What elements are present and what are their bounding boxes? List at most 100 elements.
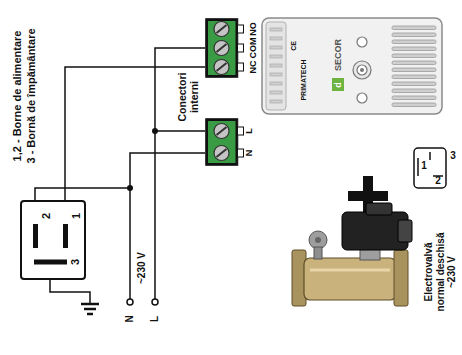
power-terminal-block xyxy=(217,149,227,157)
brand-mark: SECOR xyxy=(333,39,343,71)
power-terminal-block xyxy=(206,119,244,166)
gas-detector xyxy=(357,93,367,103)
relay-terminal-block xyxy=(217,44,227,52)
wire xyxy=(155,48,205,131)
brand-mark: d xyxy=(333,82,343,88)
pin-number: 3 xyxy=(450,150,456,162)
gas-detector xyxy=(270,64,282,67)
connector-icon xyxy=(417,158,419,176)
power-terminal-block xyxy=(206,119,238,166)
power-terminal-block: LN xyxy=(205,118,257,166)
legend-note: 1,2 - Borne de alimentare xyxy=(11,31,24,162)
power-terminal-block xyxy=(208,121,236,163)
gas-detector xyxy=(360,68,364,72)
ground-symbol xyxy=(84,308,96,311)
relay-terminal-block xyxy=(208,21,236,75)
terminal-name: N xyxy=(244,150,254,157)
power-terminal-block xyxy=(214,124,229,139)
terminal-name: COM xyxy=(248,38,258,59)
valve-plug xyxy=(21,201,85,279)
gas-detector xyxy=(392,26,436,107)
valve-plug: 213 xyxy=(20,200,86,280)
electrovalve xyxy=(309,231,327,249)
mains-wire xyxy=(127,299,133,305)
gas-detector xyxy=(270,91,282,94)
pin-number: 1 xyxy=(421,160,427,172)
relay-terminal-block xyxy=(214,60,229,75)
valve-plug xyxy=(33,224,38,248)
voltage-label: ~230 V xyxy=(136,252,148,284)
wire xyxy=(65,67,205,200)
legend-note: 3 - Bornă de împământare xyxy=(25,28,38,163)
brand-mark: PRIMATECH xyxy=(300,59,308,100)
relay-terminal-block xyxy=(214,22,229,37)
gas-detector xyxy=(357,65,367,75)
gas-detector xyxy=(392,61,436,65)
mains-wire xyxy=(127,131,158,305)
electrovalve xyxy=(394,250,408,306)
gas-detector xyxy=(392,54,436,58)
gas-detector xyxy=(392,33,436,37)
junction-dot xyxy=(127,128,158,191)
electrovalve xyxy=(366,203,392,215)
gas-detector xyxy=(392,75,436,79)
gas-detector xyxy=(392,96,436,100)
part-label: Conectori interni xyxy=(176,70,200,124)
terminal-name: NO xyxy=(248,22,258,36)
pin-number: 2 xyxy=(40,213,53,219)
mains-wire xyxy=(129,188,131,299)
connector-icon xyxy=(429,152,431,160)
wire xyxy=(35,153,205,200)
gas-detector xyxy=(353,61,371,79)
relay-terminal-block xyxy=(238,63,244,71)
terminal-name: NC xyxy=(248,61,258,74)
electrovalve xyxy=(314,247,322,259)
electrovalve xyxy=(304,258,396,300)
mains-wire xyxy=(154,131,156,299)
valve-plug xyxy=(63,224,68,248)
gas-detector xyxy=(262,18,442,114)
relay-terminal-block xyxy=(217,63,227,71)
gas-detector xyxy=(270,37,282,40)
gas-detector xyxy=(270,100,282,103)
gas-detector xyxy=(332,78,344,91)
valve-plug xyxy=(21,201,85,279)
power-terminal-block xyxy=(238,149,244,157)
ground-symbol xyxy=(81,303,99,306)
connector-icon xyxy=(414,148,446,188)
connector-icon xyxy=(414,148,446,188)
gas-detector xyxy=(270,55,282,58)
relay-terminal-block xyxy=(238,44,244,52)
power-terminal-block xyxy=(217,127,227,135)
gas-detector xyxy=(392,40,436,44)
gas-detector xyxy=(270,28,282,31)
relay-terminal-block xyxy=(206,19,238,78)
part-label: Electrovalvă normal deschisă ~230 V xyxy=(423,225,458,320)
line-name: L xyxy=(149,316,161,322)
valve-plug xyxy=(20,200,86,280)
terminal-name: L xyxy=(244,128,254,134)
gas-detector xyxy=(266,22,286,110)
gas-detector xyxy=(392,82,436,86)
power-terminal-block xyxy=(214,146,229,161)
electrovalve xyxy=(315,237,321,243)
power-terminal-block xyxy=(238,127,244,135)
gas-detector xyxy=(270,73,282,76)
gas-detector xyxy=(392,103,436,107)
ground-symbol xyxy=(87,313,93,316)
gas-detector xyxy=(270,82,282,85)
relay-terminal-block: NO COM NC xyxy=(205,18,261,78)
pin-number: 3 xyxy=(69,259,82,265)
power-terminal-block xyxy=(205,118,257,166)
gas-detector xyxy=(392,47,436,51)
gas-detector xyxy=(262,18,442,114)
electrovalve xyxy=(310,269,390,272)
relay-terminal-block xyxy=(214,41,229,56)
electrovalve xyxy=(292,203,412,306)
gas-detector xyxy=(357,37,367,47)
gas-detector xyxy=(392,26,436,30)
pin-number: 2 xyxy=(435,175,441,187)
relay-terminal-block xyxy=(206,19,244,78)
gas-detector xyxy=(392,68,436,72)
